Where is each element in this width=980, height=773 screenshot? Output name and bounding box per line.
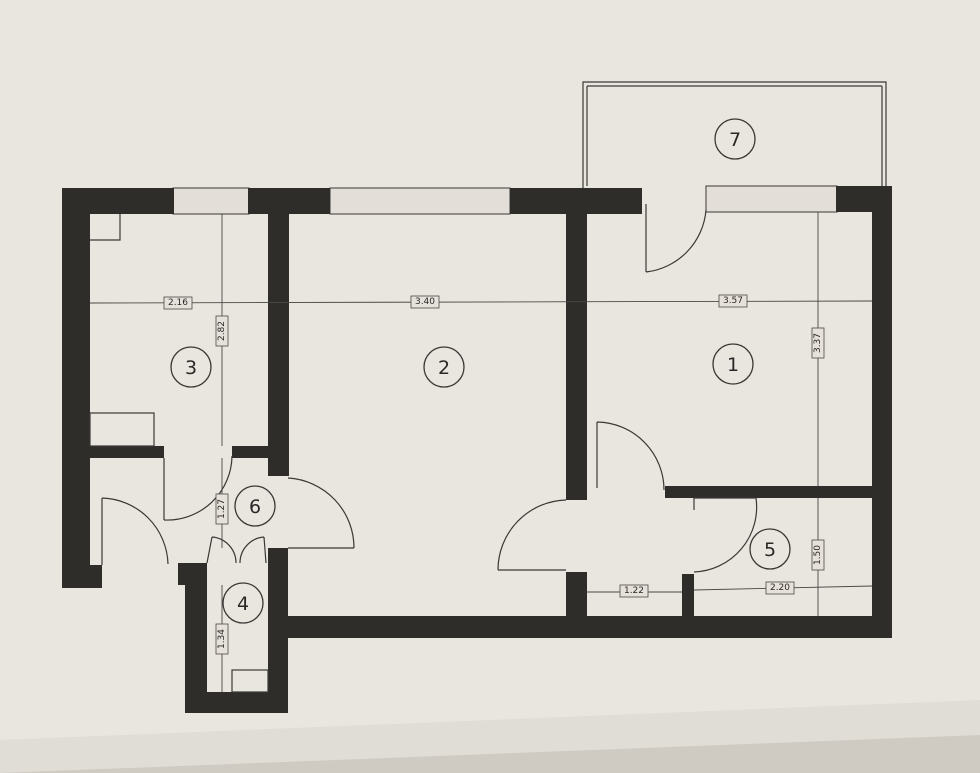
- svg-text:7: 7: [729, 129, 741, 151]
- window-room1: [705, 185, 838, 213]
- dim-room2-width: 3.40: [410, 295, 440, 309]
- svg-text:3.57: 3.57: [723, 296, 743, 306]
- svg-text:1.50: 1.50: [813, 545, 823, 565]
- dim-room1-depth: 3.37: [811, 327, 825, 359]
- dim-room4-depth: 1.34: [215, 623, 229, 655]
- balcony-outline: [582, 81, 887, 190]
- dim-room5-depth: 1.50: [811, 539, 825, 571]
- svg-text:2.20: 2.20: [770, 583, 790, 593]
- svg-text:1.27: 1.27: [217, 499, 227, 519]
- dim-corridor-width: 1.22: [619, 584, 649, 598]
- svg-text:1.22: 1.22: [624, 586, 644, 596]
- svg-text:2.82: 2.82: [217, 321, 227, 341]
- svg-text:3.37: 3.37: [813, 333, 823, 353]
- dim-room1-width: 3.57: [718, 294, 748, 308]
- svg-text:1: 1: [727, 354, 739, 376]
- room-marker-4: 4: [222, 582, 264, 624]
- room-marker-7: 7: [714, 118, 756, 160]
- svg-text:2: 2: [438, 357, 450, 379]
- room-marker-3: 3: [170, 346, 212, 388]
- svg-text:1.34: 1.34: [217, 629, 227, 649]
- svg-text:4: 4: [237, 593, 249, 615]
- fixtures: [89, 214, 269, 693]
- room-marker-6: 6: [234, 485, 276, 527]
- dim-room6-depth: 1.27: [215, 493, 229, 525]
- svg-text:6: 6: [249, 496, 261, 518]
- dim-room3-width: 2.16: [163, 296, 193, 310]
- room-marker-1: 1: [712, 343, 754, 385]
- svg-text:5: 5: [764, 539, 776, 561]
- walls: [62, 186, 892, 713]
- windows: [172, 185, 838, 215]
- svg-text:3: 3: [185, 357, 197, 379]
- window-room2: [329, 187, 511, 215]
- room-marker-2: 2: [423, 346, 465, 388]
- dim-room3-depth: 2.82: [215, 315, 229, 347]
- window-room3: [172, 187, 250, 215]
- svg-text:3.40: 3.40: [415, 297, 435, 307]
- doors: [101, 204, 758, 573]
- dim-room5-width: 2.20: [765, 581, 795, 595]
- room-marker-5: 5: [749, 528, 791, 570]
- paper-shadow: [0, 700, 980, 773]
- svg-text:2.16: 2.16: [168, 298, 188, 308]
